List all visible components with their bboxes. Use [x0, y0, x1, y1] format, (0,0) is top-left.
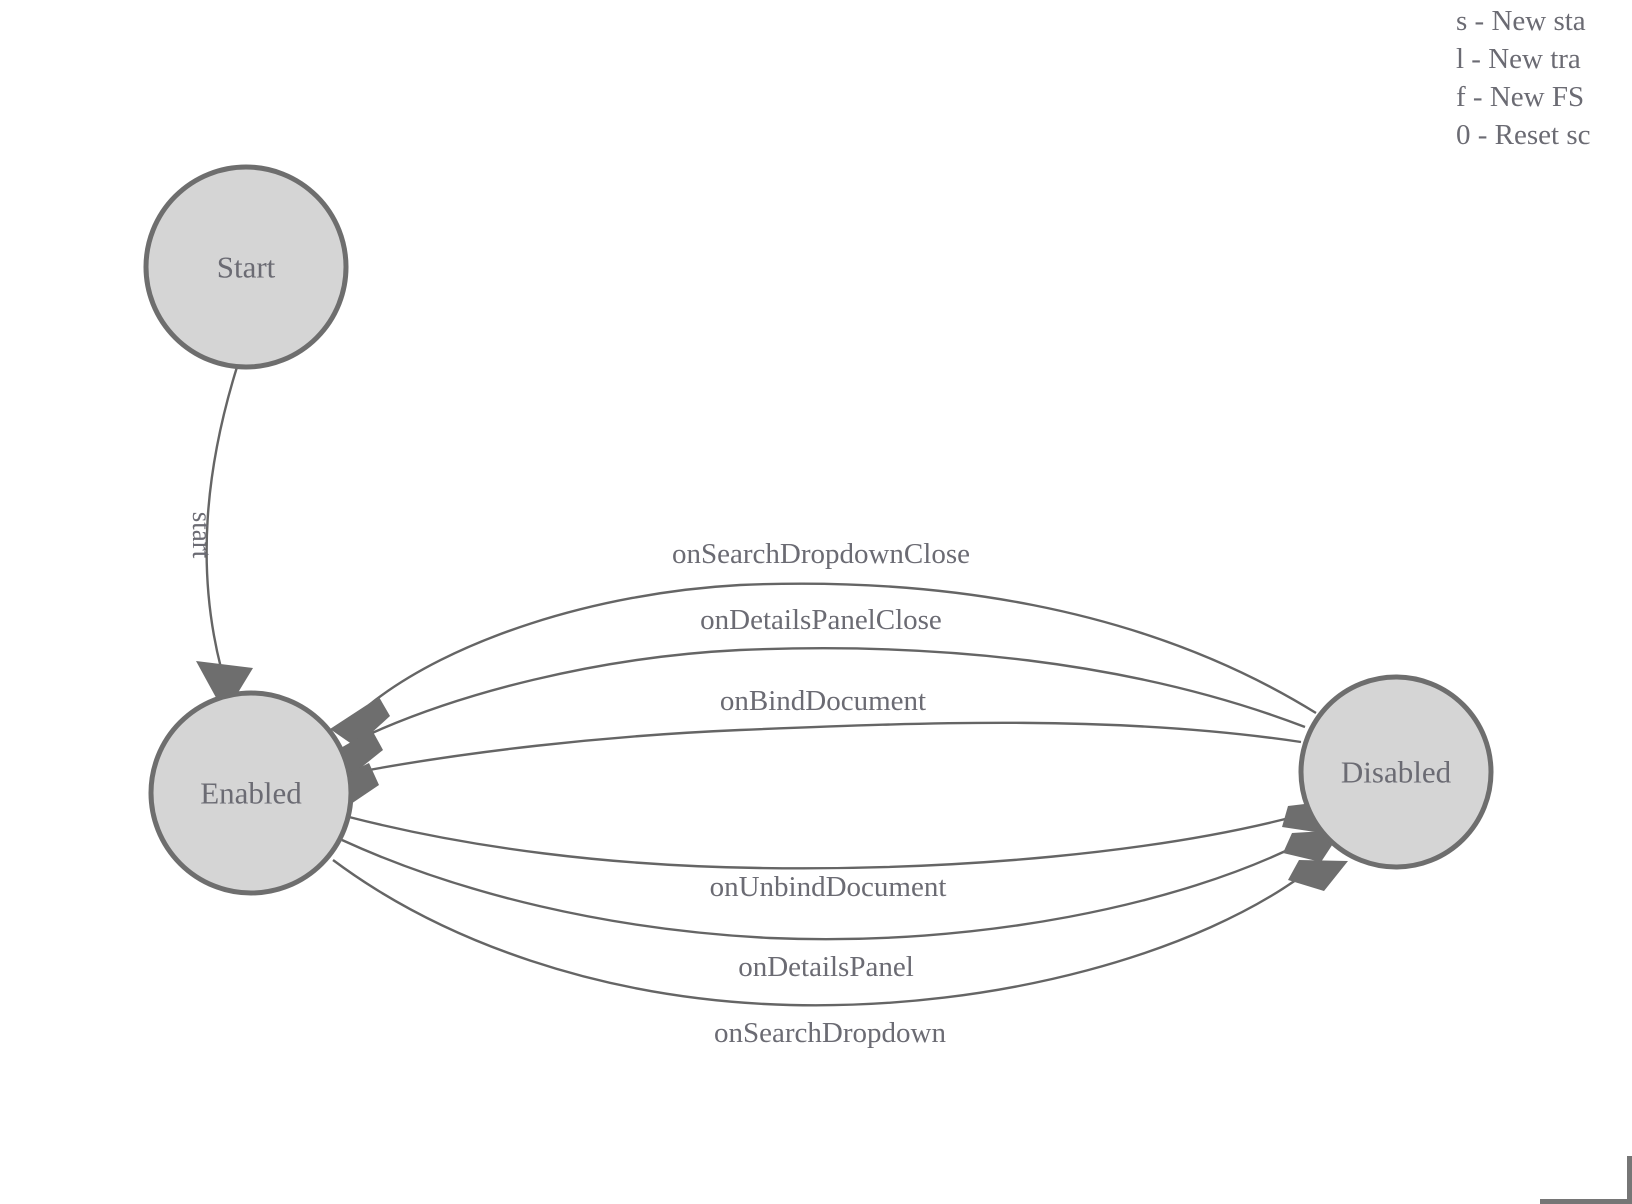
transition-details-panel-path	[341, 838, 1301, 941]
transition-bind-document[interactable]: onBindDocument	[322, 685, 1302, 810]
state-node-enabled-circle	[148, 690, 354, 896]
transition-details-panel-close-path	[360, 647, 1306, 740]
state-node-disabled-label: Disabled	[1341, 755, 1452, 790]
transition-search-dropdown-label: onSearchDropdown	[714, 1017, 946, 1049]
legend-line-new-state: s - New sta	[1456, 5, 1586, 37]
legend-line-new-transition: l - New tra	[1456, 43, 1581, 75]
transition-bind-document-label: onBindDocument	[720, 685, 926, 717]
transition-search-dropdown-close[interactable]: onSearchDropdownClose	[330, 538, 1317, 747]
state-node-disabled-circle	[1298, 674, 1494, 870]
state-node-enabled-label: Enabled	[200, 776, 302, 811]
transition-search-dropdown-path	[332, 859, 1308, 1007]
transition-start-arrowhead	[196, 661, 253, 714]
panel-corner-frame	[1540, 1156, 1632, 1204]
transition-details-panel-close-label: onDetailsPanelClose	[700, 604, 942, 636]
transition-start-label: start	[187, 512, 217, 559]
state-node-start-circle	[143, 164, 349, 370]
transition-details-panel-label: onDetailsPanel	[738, 951, 914, 983]
state-node-disabled[interactable]: Disabled	[1298, 674, 1494, 870]
transition-start-path	[205, 366, 239, 669]
shortcut-legend: s - New sta l - New tra f - New FS 0 - R…	[1428, 0, 1632, 154]
transition-unbind-document-label: onUnbindDocument	[710, 871, 947, 903]
legend-line-reset-scale: 0 - Reset sc	[1456, 119, 1591, 151]
transition-details-panel[interactable]: onDetailsPanel	[341, 830, 1342, 983]
transition-bind-document-path	[357, 721, 1302, 774]
transition-search-dropdown[interactable]: onSearchDropdown	[332, 859, 1348, 1049]
transition-search-dropdown-close-arrowhead	[330, 697, 390, 747]
transition-start[interactable]: start	[187, 366, 253, 714]
transition-search-dropdown-arrowhead	[1288, 860, 1348, 891]
transition-unbind-document-path	[348, 814, 1298, 870]
state-node-enabled[interactable]: Enabled	[148, 690, 354, 896]
state-node-start-label: Start	[217, 250, 276, 285]
state-node-start[interactable]: Start	[143, 164, 349, 370]
transition-search-dropdown-close-path	[368, 582, 1317, 715]
transition-search-dropdown-close-label: onSearchDropdownClose	[672, 538, 970, 570]
legend-line-new-fsm: f - New FS	[1456, 81, 1585, 113]
